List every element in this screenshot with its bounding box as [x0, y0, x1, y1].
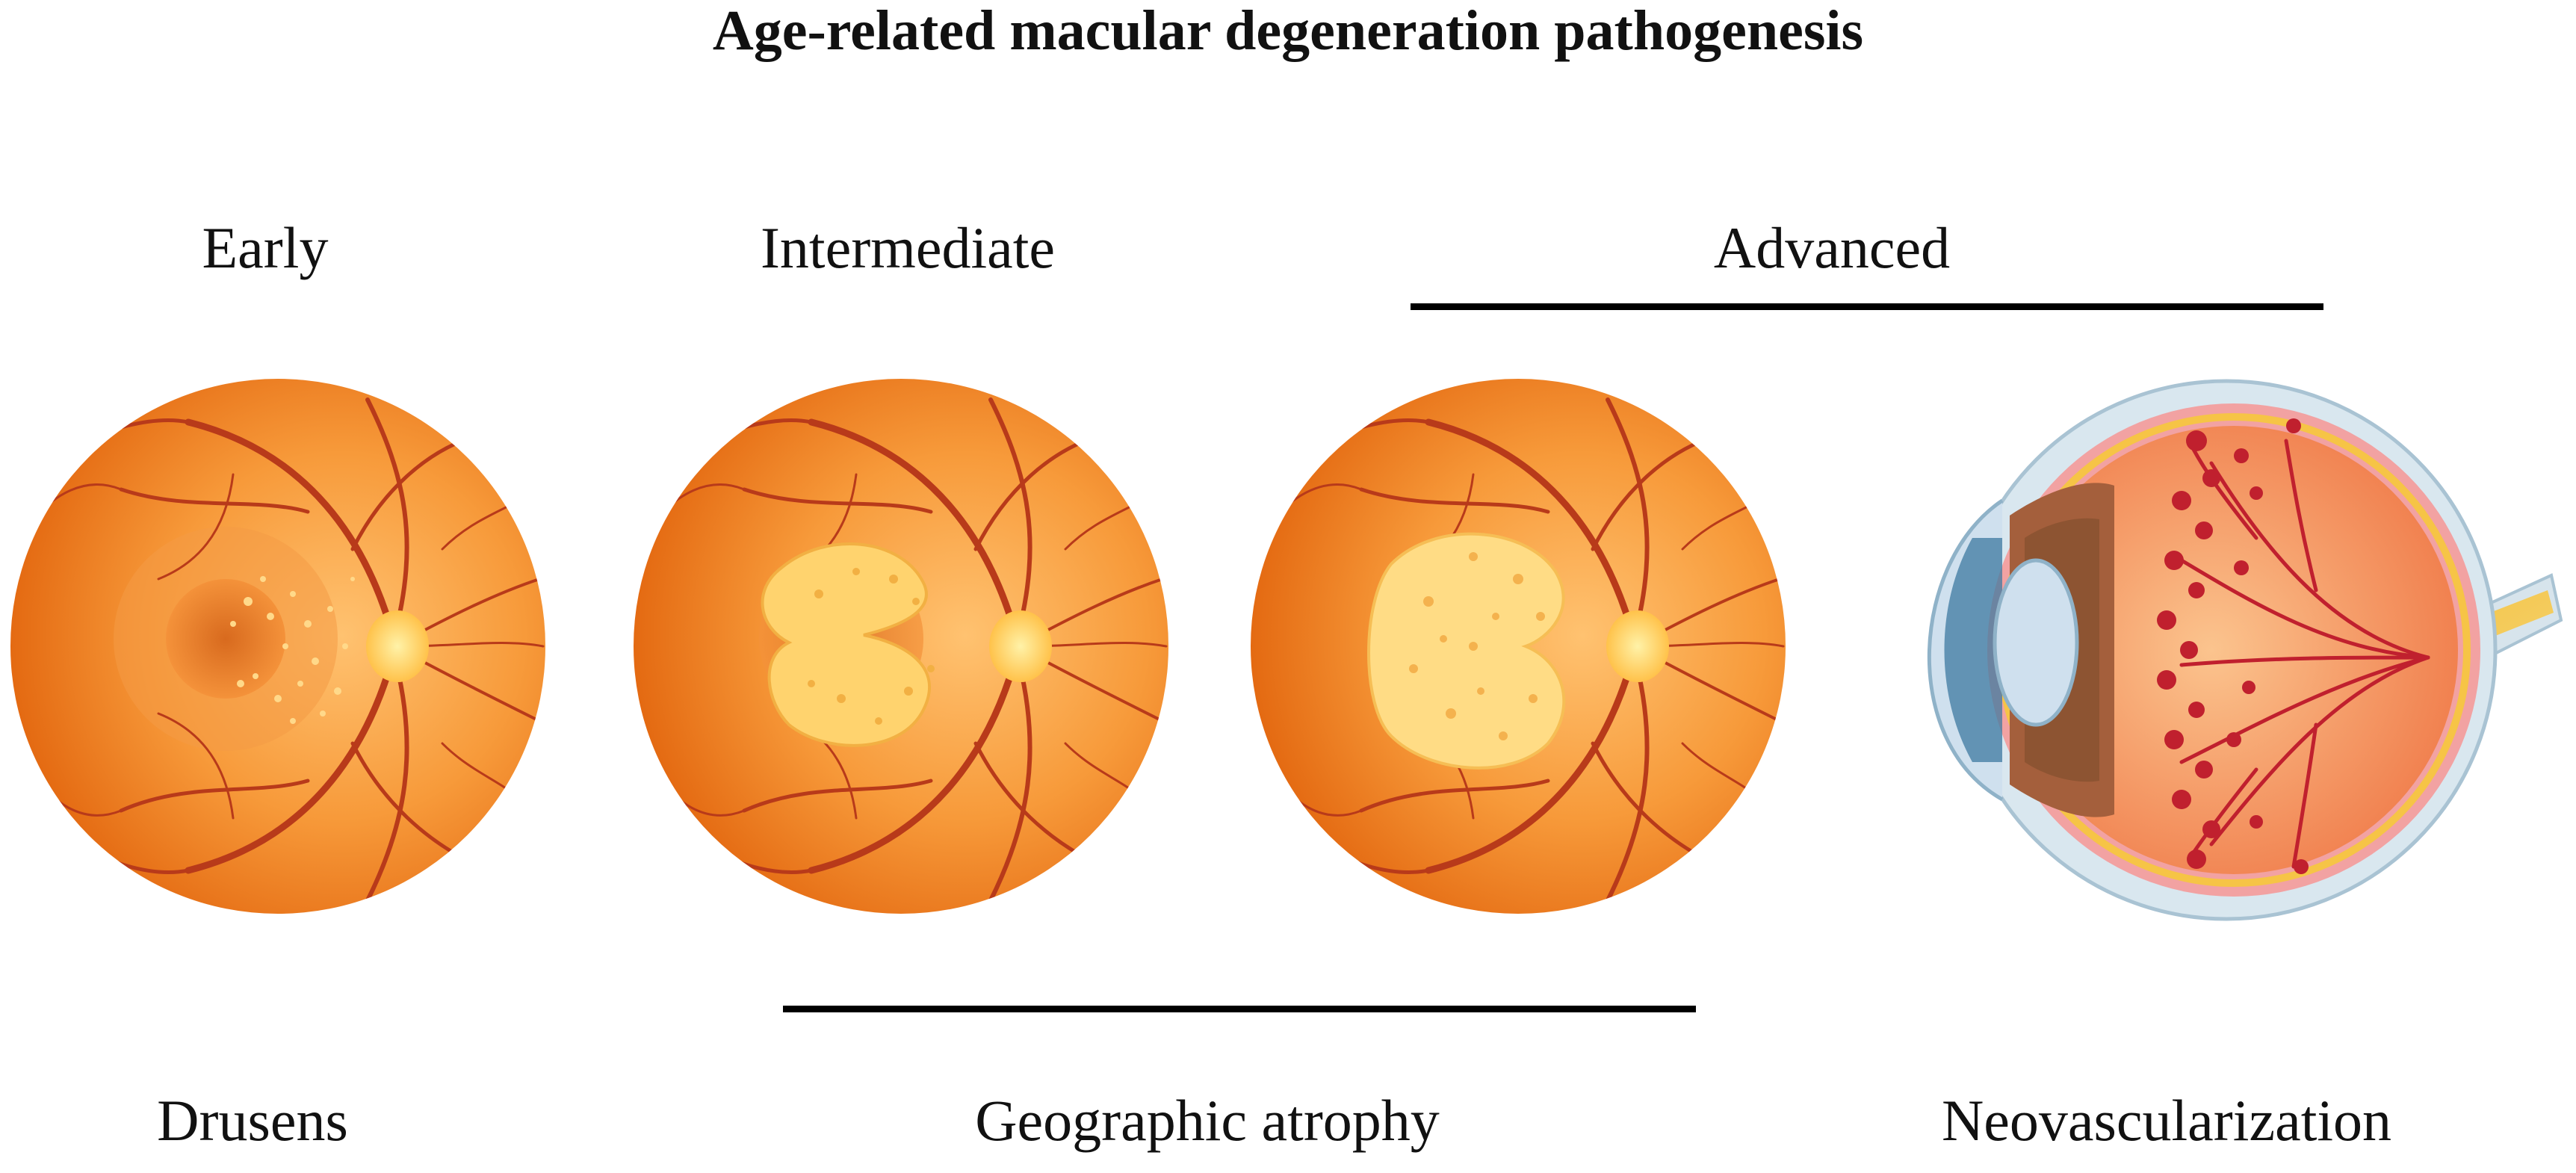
- finding-label-neovascularization: Neovascularization: [1942, 1088, 2391, 1153]
- fundus-early-drusen-icon: [10, 379, 545, 914]
- optic-disc-icon: [989, 610, 1052, 682]
- stage-label-early: Early: [202, 215, 329, 280]
- optic-disc-icon: [366, 610, 429, 682]
- diagram-title: Age-related macular degeneration pathoge…: [713, 0, 1863, 62]
- fundus-intermediate-atrophy-icon: [634, 379, 1168, 914]
- eye-cross-section-neovascularization-icon: [1928, 379, 2563, 921]
- fundus-advanced-atrophy-icon: [1251, 379, 1786, 914]
- optic-disc-icon: [1606, 610, 1669, 682]
- stage-label-advanced: Advanced: [1714, 215, 1950, 280]
- finding-label-drusens: Drusens: [157, 1088, 348, 1153]
- finding-label-geographic-atrophy: Geographic atrophy: [975, 1088, 1440, 1153]
- stage-label-intermediate: Intermediate: [761, 215, 1055, 280]
- lens-icon: [1993, 558, 2079, 727]
- advanced-bracket-line: [1411, 303, 2323, 310]
- geographic-atrophy-bracket-line: [783, 1006, 1696, 1012]
